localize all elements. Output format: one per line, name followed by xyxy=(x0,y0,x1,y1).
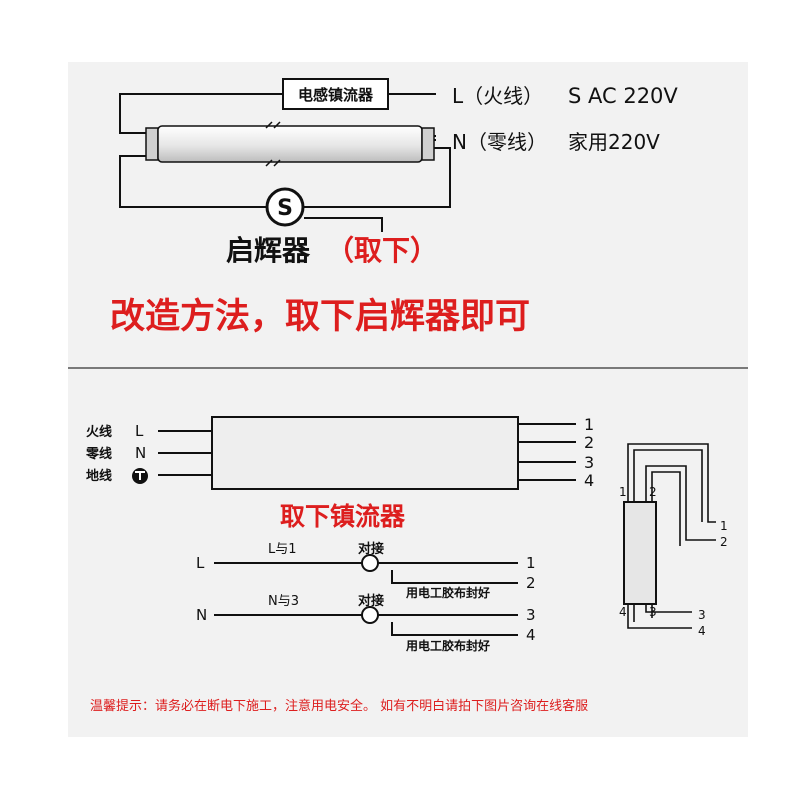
starter-symbol: S xyxy=(277,196,293,221)
wiring-input-n: N xyxy=(196,606,207,624)
wiring-row-live: L L与1 对接 1 2 用电工胶布封好 xyxy=(196,541,536,600)
input-symbol-neutral: N xyxy=(135,444,146,462)
wiring-row-neutral: N N与3 对接 3 4 用电工胶布封好 xyxy=(196,593,536,653)
neutral-wire-label: N（零线） xyxy=(452,130,547,154)
bottom-section: 火线 L 零线 N 地线 1 2 3 xyxy=(68,369,748,737)
tube-end-3: 3 xyxy=(698,608,706,622)
output-label-3: 3 xyxy=(584,453,594,472)
input-name-ground: 地线 xyxy=(86,468,112,484)
tube-pin-3: 3 xyxy=(649,605,657,619)
joint-connector-1 xyxy=(361,554,379,572)
safety-tip: 温馨提示：请务必在断电下施工，注意用电安全。 如有不明白请拍下图片咨询在线客服 xyxy=(90,698,588,714)
tube-body xyxy=(157,125,423,163)
ballast-input-wires xyxy=(158,430,212,476)
tube-right-cap xyxy=(421,127,435,161)
break-marks xyxy=(265,121,281,167)
tube-schematic-body xyxy=(623,501,657,605)
fluorescent-tube xyxy=(145,121,435,167)
wiring-input-l: L xyxy=(196,554,205,572)
tape-note-1: 用电工胶布封好 xyxy=(405,585,490,600)
tube-end-1: 1 xyxy=(720,519,728,533)
inductive-ballast-box xyxy=(282,78,389,110)
tube-schematic-wires xyxy=(627,443,716,629)
top-wiring xyxy=(119,93,451,232)
household-voltage-label: 家用220V xyxy=(568,130,660,154)
tape-note-2: 用电工胶布封好 xyxy=(405,638,490,653)
tube-end-2: 2 xyxy=(720,535,728,549)
output-label-1: 1 xyxy=(584,415,594,434)
ballast-label: 电感镇流器 xyxy=(298,86,374,104)
wiring-other-4: 4 xyxy=(526,626,536,644)
wiring-joint-l1: 对接 xyxy=(358,541,384,557)
tube-left-cap xyxy=(145,127,159,161)
supply-voltage-label: S AC 220V xyxy=(568,84,678,108)
input-symbol-live: L xyxy=(135,422,144,440)
wiring-other-2: 2 xyxy=(526,574,536,592)
ballast-output-wires xyxy=(518,423,576,481)
ballast-body xyxy=(211,416,519,490)
wiring-to-1: 1 xyxy=(526,554,536,572)
ground-icon-mark xyxy=(135,471,145,480)
wiring-joint-n3: 对接 xyxy=(358,593,384,609)
output-label-2: 2 xyxy=(584,433,594,452)
tube-end-4: 4 xyxy=(698,624,706,638)
output-label-4: 4 xyxy=(584,471,594,490)
wiring-pair-l1: L与1 xyxy=(268,542,297,557)
top-section: 电感镇流器 L（火线） N（零线） S AC 220V 家用220V S 启辉器… xyxy=(68,62,748,367)
starter-remove-note: （取下） xyxy=(326,234,438,267)
retrofit-headline: 改造方法，取下启辉器即可 xyxy=(110,297,530,337)
joint-connector-2 xyxy=(361,606,379,624)
input-name-live: 火线 xyxy=(86,424,112,440)
top-panel-background xyxy=(68,62,748,367)
tube-schematic: 1 2 4 3 1 2 3 4 xyxy=(619,443,728,638)
tube-pin-1: 1 xyxy=(619,485,627,499)
live-wire-label: L（火线） xyxy=(452,84,543,108)
starter-symbol-circle xyxy=(265,187,305,227)
tube-pin-2: 2 xyxy=(649,485,657,499)
starter-label: 启辉器 xyxy=(226,234,311,267)
tube-pin-4: 4 xyxy=(619,605,627,619)
input-name-neutral: 零线 xyxy=(85,446,112,462)
remove-ballast-label: 取下镇流器 xyxy=(280,502,406,531)
wiring-pair-n3: N与3 xyxy=(268,594,299,609)
wiring-to-3: 3 xyxy=(526,606,536,624)
